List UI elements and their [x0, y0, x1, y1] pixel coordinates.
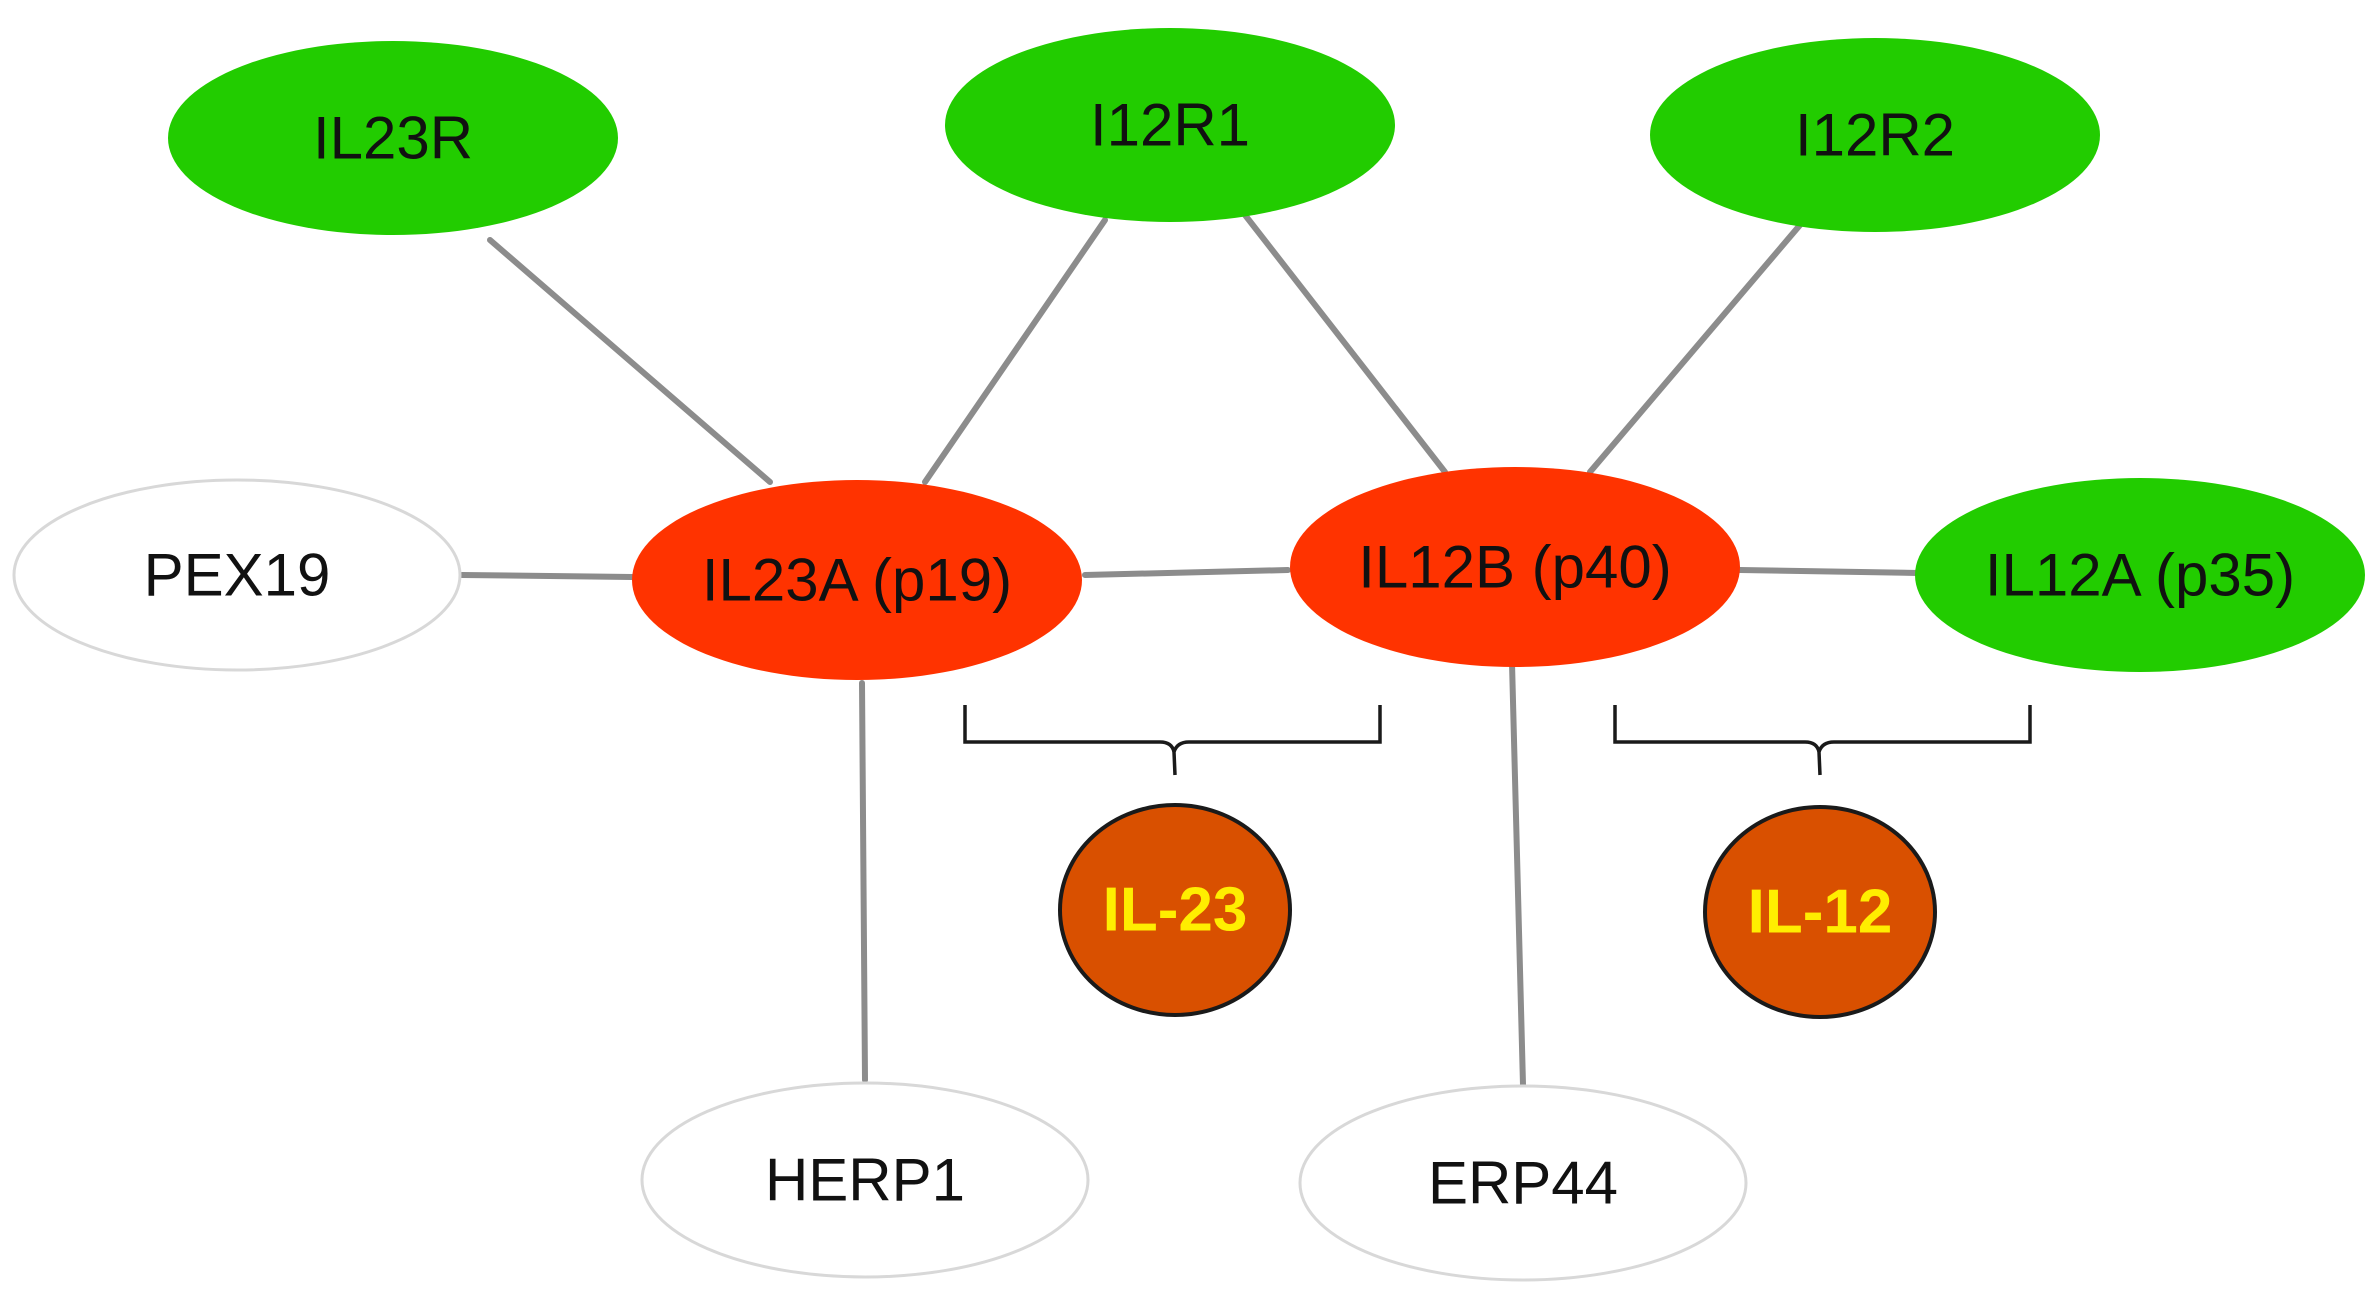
edge-il12b-il12a: [1737, 567, 1921, 576]
complex-il12: IL-12: [1703, 805, 1937, 1019]
node-erp44-shape: [1298, 1084, 1748, 1282]
node-erp44: ERP44: [1298, 1084, 1748, 1282]
node-il23r-shape: [168, 41, 618, 235]
complex-il12-label: IL-12: [1748, 878, 1893, 947]
node-herp1: HERP1: [640, 1081, 1090, 1279]
edges: [459, 212, 1921, 1088]
node-il23r: IL23R: [168, 41, 618, 235]
edge-il23a-il12b: [1082, 567, 1291, 578]
edge-i12r1-il23a: [922, 217, 1108, 485]
node-il23r-label: IL23R: [313, 105, 473, 172]
edge-il23r-il23a: [487, 237, 773, 485]
node-i12r1-label: I12R1: [1090, 92, 1250, 159]
node-herp1-shape: [640, 1081, 1090, 1279]
complex-il23-shape: [1058, 803, 1292, 1017]
node-il12a-label: IL12A (p35): [1985, 542, 2295, 609]
node-il23a-label: IL23A (p19): [702, 547, 1012, 614]
edge-pex19-il23a: [459, 572, 635, 580]
node-herp1-label: HERP1: [765, 1147, 965, 1214]
complex-il23-label: IL-23: [1103, 876, 1248, 945]
node-pex19-label: PEX19: [144, 542, 331, 609]
edge-il23a-herp1: [859, 680, 868, 1083]
node-il12a-shape: [1915, 478, 2365, 672]
node-pex19: PEX19: [12, 478, 462, 672]
node-i12r1-shape: [945, 28, 1395, 222]
brace-il12: [1613, 705, 2032, 776]
node-i12r1: I12R1: [945, 28, 1395, 222]
node-i12r2: I12R2: [1650, 38, 2100, 232]
node-pex19-shape: [12, 478, 462, 672]
node-i12r2-label: I12R2: [1795, 102, 1955, 169]
node-il23a-shape: [632, 480, 1082, 680]
brace-il23: [963, 705, 1382, 776]
edge-il12b-erp44: [1509, 660, 1526, 1088]
node-il23a: IL23A (p19): [632, 480, 1082, 680]
node-il12a: IL12A (p35): [1915, 478, 2365, 672]
node-il12b-label: IL12B (p40): [1358, 534, 1672, 601]
complex-il12-shape: [1703, 805, 1937, 1019]
node-il12b: IL12B (p40): [1290, 467, 1740, 667]
node-il12b-shape: [1290, 467, 1740, 667]
node-i12r2-shape: [1650, 38, 2100, 232]
edge-i12r2-il12b: [1587, 222, 1803, 475]
edge-i12r1-il12b: [1242, 212, 1448, 475]
complex-il23: IL-23: [1058, 803, 1292, 1017]
node-erp44-label: ERP44: [1428, 1150, 1618, 1217]
